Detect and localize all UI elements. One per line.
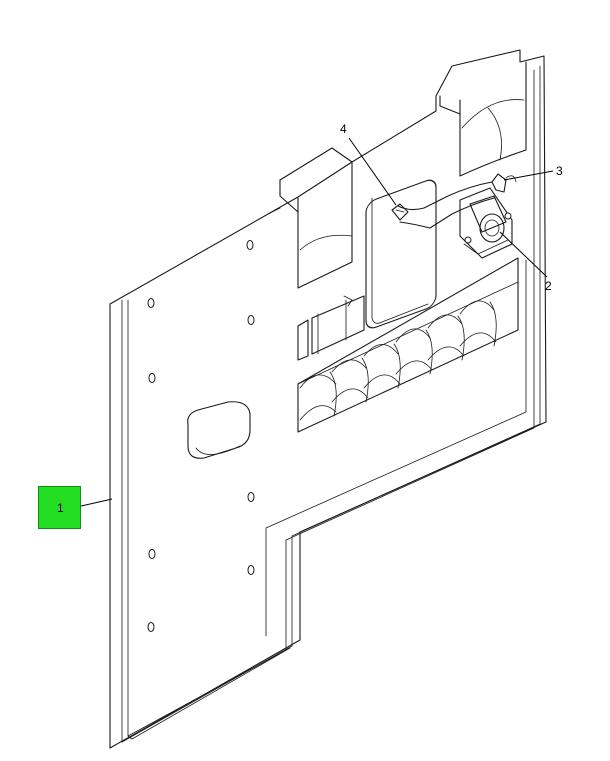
callout-1-label: 1 [57,501,64,515]
cable-harness [391,181,495,229]
mounting-holes [147,240,255,632]
oval-cutout [187,401,251,459]
upper-bosses [267,61,527,289]
part-2-housing [459,187,513,259]
slots [297,295,365,361]
mounting-hole [147,622,155,632]
mounting-hole [247,315,255,325]
part-3-clip [491,173,517,193]
rect-opening [365,179,437,329]
mounting-hole [147,298,155,308]
callout-3[interactable]: 3 [503,164,563,181]
mounting-hole [247,565,255,575]
mounting-hole [148,373,156,383]
panel-outline [109,49,547,749]
callout-2-label: 2 [545,279,552,293]
mounting-hole [148,549,156,559]
mounting-hole [246,240,254,250]
callout-4-label: 4 [340,122,347,136]
callout-3-label: 3 [556,164,563,178]
callout-2[interactable]: 2 [499,231,552,293]
mounting-hole [247,492,255,502]
scalloped-grille [297,257,519,433]
callout-1-box[interactable]: 1 [38,486,81,529]
callout-4[interactable]: 4 [340,122,397,206]
